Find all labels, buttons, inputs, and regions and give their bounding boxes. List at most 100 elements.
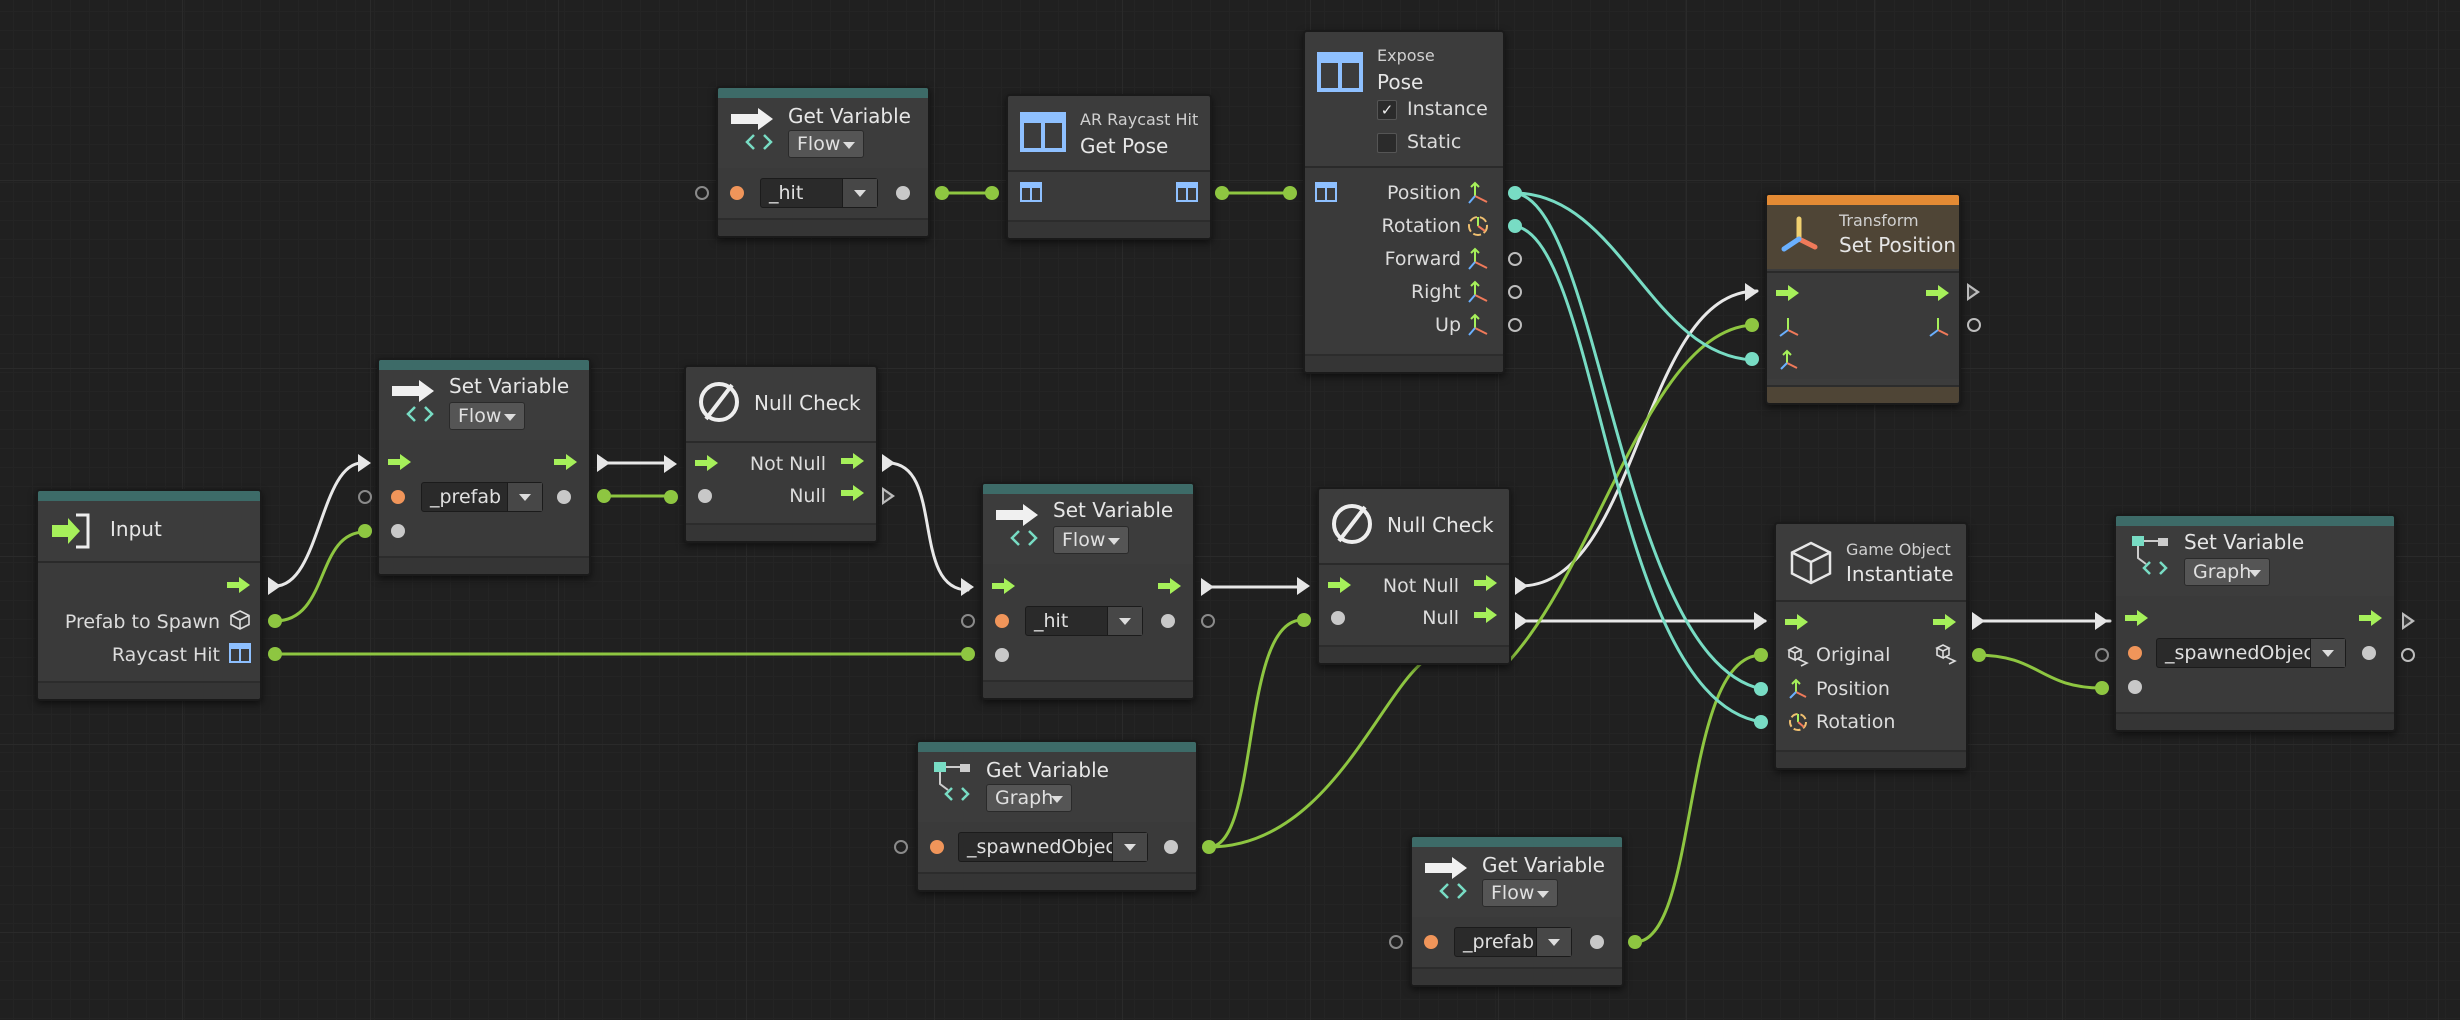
value-input-port[interactable] [391,524,405,538]
flow-output-arrow[interactable] [1201,578,1214,596]
value-output-connector[interactable] [2401,648,2415,662]
null-check-node-1[interactable]: Null Check Not Null Null [684,365,878,543]
value-output-port[interactable] [2362,646,2376,660]
forward-output-port[interactable] [1508,252,1522,266]
value-output-port[interactable] [1161,614,1175,628]
flow-input-port[interactable] [1327,575,1353,595]
scope-dropdown[interactable]: Flow [1482,879,1558,907]
flow-output-port[interactable] [1157,576,1183,596]
flow-input-arrow[interactable] [1754,612,1767,630]
name-port[interactable] [730,186,744,200]
ar-raycast-get-pose-node[interactable]: AR Raycast Hit Get Pose [1006,94,1212,240]
original-input-port[interactable] [1754,648,1768,662]
value-output-port[interactable] [557,490,571,504]
value-input-port[interactable] [2128,680,2142,694]
flow-input-arrow[interactable] [2095,612,2108,630]
variable-name-field[interactable]: _hit [760,178,878,208]
set-variable-hit-node[interactable]: Set Variable Flow _hit [981,482,1195,700]
name-port[interactable] [995,614,1009,628]
flow-input-port[interactable] [387,452,413,472]
position-input-port[interactable] [1745,352,1759,366]
transform-output-port[interactable] [1967,318,1981,332]
scope-dropdown[interactable]: Flow [788,130,864,158]
flow-output-arrow[interactable] [2402,612,2415,630]
scope-dropdown[interactable]: Flow [1053,526,1129,554]
flow-input-arrow[interactable] [1297,577,1310,595]
value-input-connector[interactable] [2095,681,2109,695]
null-arrow[interactable] [1515,612,1528,630]
flow-output-arrow[interactable] [1972,612,1985,630]
flow-input-port[interactable] [694,453,720,473]
name-input-port[interactable] [695,186,709,200]
transform-set-position-node[interactable]: Transform Set Position [1765,193,1961,405]
variable-name-field[interactable]: _prefab [421,482,543,512]
struct-input-connector[interactable] [985,186,999,200]
flow-input-arrow[interactable] [1745,283,1758,301]
variable-name-field[interactable]: _spawnedObject [2156,638,2346,668]
value-output-port[interactable] [1164,840,1178,854]
value-input-connector[interactable] [664,490,678,504]
flow-input-arrow[interactable] [358,454,371,472]
right-output-port[interactable] [1508,285,1522,299]
value-input-port[interactable] [1331,611,1345,625]
get-variable-spawned-node[interactable]: Get Variable Graph _spawnedObject [916,740,1198,892]
expose-pose-node[interactable]: Expose Pose ✓ Instance Static Position R… [1303,30,1505,374]
value-input-connector[interactable] [1297,613,1311,627]
flow-output-port[interactable] [2358,608,2384,628]
flow-output-port[interactable] [553,452,579,472]
value-output-connector[interactable] [1628,935,1642,949]
value-output-connector[interactable] [1201,614,1215,628]
prefab-output-port[interactable] [268,614,282,628]
not-null-output-port[interactable] [840,451,866,471]
up-output-port[interactable] [1508,318,1522,332]
value-output-connector[interactable] [597,489,611,503]
get-variable-hit-node[interactable]: Get Variable Flow _hit [716,86,930,238]
name-port[interactable] [391,490,405,504]
value-input-port[interactable] [698,489,712,503]
flow-output-port[interactable] [1932,612,1958,632]
flow-output-port[interactable] [1925,283,1951,303]
object-output-port[interactable] [1972,648,1986,662]
scope-dropdown[interactable]: Graph [2184,558,2270,586]
static-checkbox[interactable] [1377,133,1397,153]
instantiate-node[interactable]: Game Object Instantiate Original Positio… [1774,522,1968,770]
value-output-port[interactable] [1590,935,1604,949]
name-input-port[interactable] [961,614,975,628]
flow-output-arrow[interactable] [597,454,610,472]
position-output-port[interactable] [1508,186,1522,200]
name-input-port[interactable] [1389,935,1403,949]
name-port[interactable] [1424,935,1438,949]
name-input-port[interactable] [2095,648,2109,662]
flow-input-port[interactable] [991,576,1017,596]
not-null-output-port[interactable] [1473,573,1499,593]
value-output-connector[interactable] [935,186,949,200]
struct-input-connector[interactable] [1283,186,1297,200]
value-output-port[interactable] [896,186,910,200]
position-input-port[interactable] [1754,682,1768,696]
raycast-output-port[interactable] [268,647,282,661]
rotation-input-port[interactable] [1754,715,1768,729]
name-port[interactable] [930,840,944,854]
null-check-node-2[interactable]: Null Check Not Null Null [1317,487,1511,665]
name-input-port[interactable] [358,490,372,504]
flow-input-arrow[interactable] [664,455,677,473]
null-arrow[interactable] [882,487,895,505]
not-null-arrow[interactable] [882,454,895,472]
flow-input-port[interactable] [1775,283,1801,303]
get-variable-prefab-node[interactable]: Get Variable Flow _prefab [1410,835,1624,987]
set-variable-spawned-node[interactable]: Set Variable Graph _spawnedObject [2114,514,2396,732]
instance-checkbox[interactable]: ✓ [1377,100,1397,120]
flow-output-port[interactable] [226,575,252,595]
value-input-connector[interactable] [358,524,372,538]
scope-dropdown[interactable]: Graph [986,784,1072,812]
value-input-port[interactable] [995,648,1009,662]
null-output-port[interactable] [1473,605,1499,625]
value-output-connector[interactable] [1202,840,1216,854]
flow-input-port[interactable] [2124,608,2150,628]
null-output-port[interactable] [840,483,866,503]
flow-output-arrow[interactable] [1967,283,1980,301]
name-port[interactable] [2128,646,2142,660]
scope-dropdown[interactable]: Flow [449,402,525,430]
flow-output-arrow[interactable] [268,577,281,595]
